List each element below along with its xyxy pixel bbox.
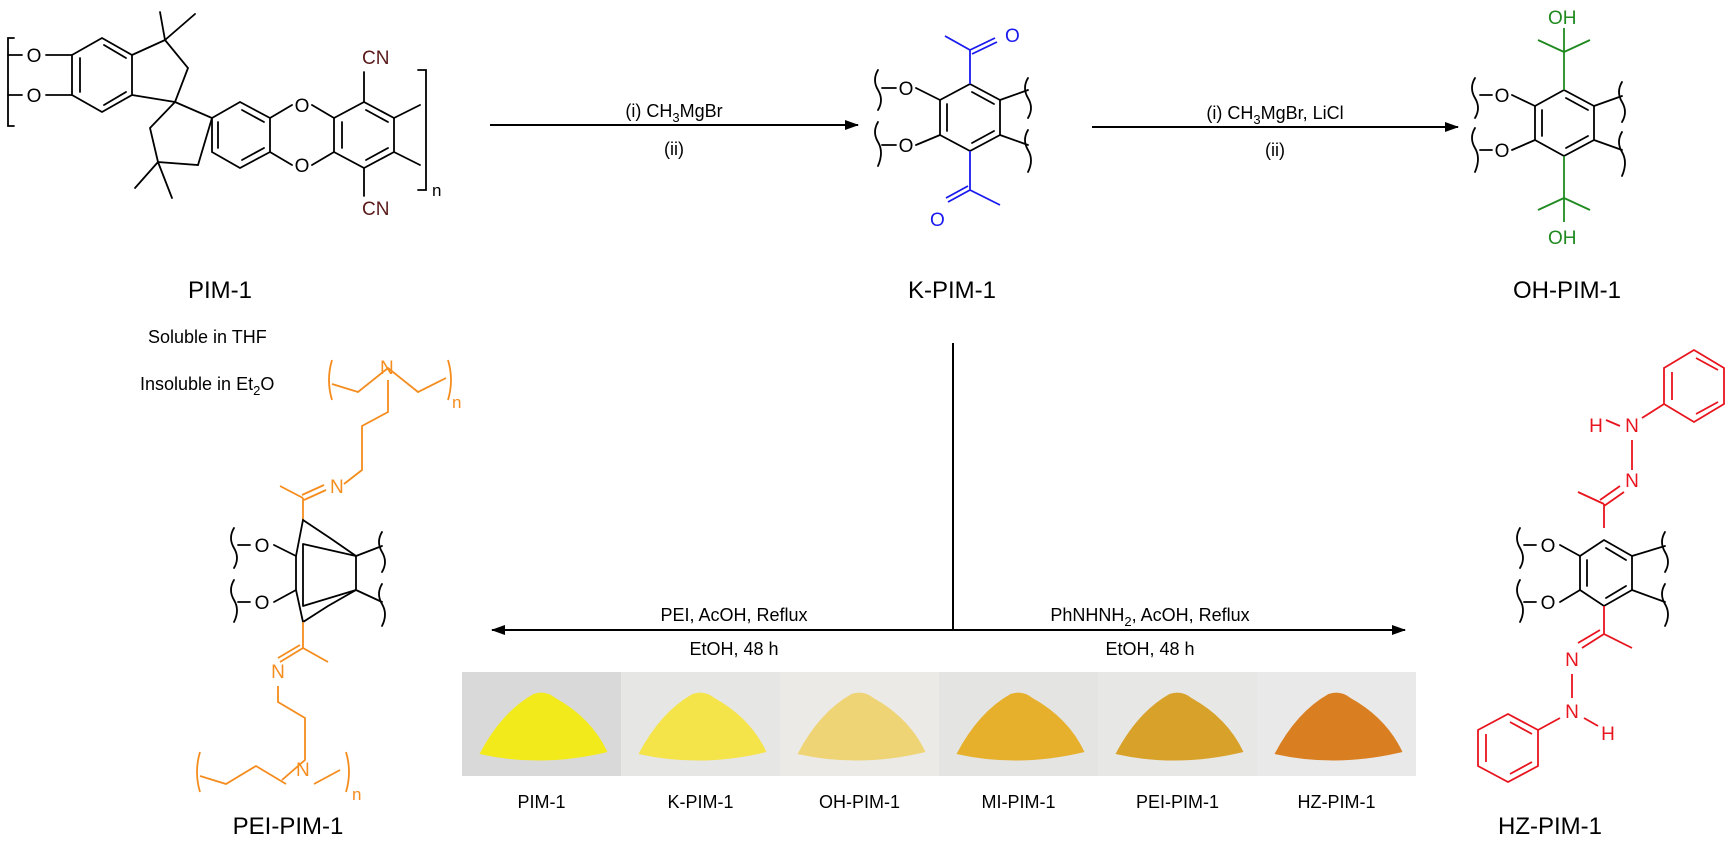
powder-heap (479, 692, 608, 761)
r3-line2: EtOH, 48 h (689, 639, 778, 659)
ohpim1-oxygen-1: O (1495, 86, 1510, 107)
ohpim1-oxygen-2: O (1495, 141, 1510, 162)
powder-label: PEI-PIM-1 (1136, 792, 1219, 812)
peipim1-oxygen-2: O (255, 593, 270, 614)
hz-nitrogen-4: N (1565, 702, 1579, 723)
hz-nitrogen-1: N (1625, 416, 1639, 437)
r4-line1: PhNHNH2, AcOH, Reflux (1050, 605, 1249, 629)
solubility-thf: Soluble in THF (148, 327, 267, 347)
hzpim1-oxygen-2: O (1541, 593, 1556, 614)
powder-photo: MI-PIM-1 (939, 672, 1098, 812)
left-polymer-bracket (7, 37, 15, 127)
pei-imine-nitrogen-bottom: N (271, 662, 285, 683)
powder-label: HZ-PIM-1 (1298, 792, 1376, 812)
pim1-structure: O O O O CN CN n (7, 11, 441, 220)
pei-nitrogen-top: N (380, 358, 394, 379)
label-kpim1: K-PIM-1 (908, 277, 996, 304)
pei-repeat-n-bottom: n (352, 785, 361, 804)
powder-photo: HZ-PIM-1 (1257, 672, 1416, 812)
kpim1-carbonyl-oxygen-bottom: O (930, 210, 945, 231)
r1-step1: (i) CH3MgBr (625, 101, 722, 125)
right-polymer-bracket (417, 69, 427, 191)
powder-heap (638, 692, 767, 761)
ohpim1-structure: O O OH OH (1471, 8, 1626, 249)
powder-heap (1274, 692, 1403, 761)
powder-heap (956, 692, 1085, 761)
pim1-oxygen-3: O (295, 96, 310, 117)
pei-repeat-n-top: n (452, 393, 461, 412)
pim1-oxygen-2: O (27, 86, 42, 107)
hzpim1-oxygen-1: O (1541, 536, 1556, 557)
kpim1-oxygen-2: O (899, 136, 914, 157)
peipim1-oxygen-1: O (255, 536, 270, 557)
powder-photo: PIM-1 (462, 672, 621, 812)
peipim1-structure: N n N O O N N n (196, 358, 461, 804)
powder-heap (797, 692, 926, 761)
hzpim1-structure: N H N O O N N H (1477, 348, 1725, 784)
pim1-repeat-n: n (432, 181, 441, 200)
hz-hydrogen-top: H (1589, 416, 1603, 437)
pei-nitrogen-bottom: N (296, 760, 310, 781)
powder-photo: K-PIM-1 (621, 672, 780, 812)
label-hzpim1: HZ-PIM-1 (1498, 813, 1602, 840)
hz-nitrogen-2: N (1625, 471, 1639, 492)
kpim1-structure: O O O O (874, 26, 1032, 231)
r1-step2: (ii) (664, 139, 684, 159)
pei-imine-nitrogen-top: N (330, 477, 344, 498)
r3-line1: PEI, AcOH, Reflux (660, 605, 807, 625)
label-pim1: PIM-1 (188, 277, 252, 304)
hz-hydrogen-bottom: H (1601, 724, 1615, 745)
powder-label: K-PIM-1 (667, 792, 733, 812)
powder-label: PIM-1 (517, 792, 565, 812)
ohpim1-hydroxyl-bottom: OH (1548, 228, 1577, 249)
label-ohpim1: OH-PIM-1 (1513, 277, 1621, 304)
r2-step2: (ii) (1265, 140, 1285, 160)
powder-heap (1115, 692, 1244, 761)
powder-photo-strip: PIM-1 K-PIM-1 OH-PIM-1 MI-PIM-1 PEI-PIM-1 HZ-… (462, 672, 1416, 812)
powder-label: MI-PIM-1 (982, 792, 1056, 812)
pim1-cyano-bottom: CN (362, 199, 389, 220)
powder-label: OH-PIM-1 (819, 792, 900, 812)
kpim1-carbonyl-oxygen-top: O (1005, 26, 1020, 47)
ohpim1-hydroxyl-top: OH (1548, 8, 1577, 29)
pim1-oxygen-1: O (27, 46, 42, 67)
powder-photo: OH-PIM-1 (780, 672, 939, 812)
hz-nitrogen-3: N (1565, 650, 1579, 671)
r4-line2: EtOH, 48 h (1105, 639, 1194, 659)
label-peipim1: PEI-PIM-1 (233, 813, 344, 840)
r2-step1: (i) CH3MgBr, LiCl (1206, 103, 1343, 127)
solubility-et2o: Insoluble in Et2O (140, 374, 274, 398)
pim1-oxygen-4: O (295, 156, 310, 177)
kpim1-oxygen-1: O (899, 79, 914, 100)
pim1-cyano-top: CN (362, 48, 389, 69)
powder-photo: PEI-PIM-1 (1098, 672, 1257, 812)
